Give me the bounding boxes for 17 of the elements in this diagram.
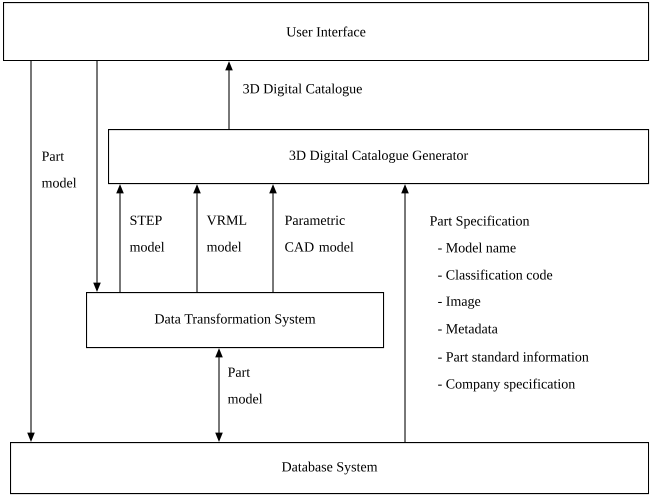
list-item: - Part standard information: [438, 352, 589, 362]
list-item: - Classification code: [438, 270, 552, 280]
list-item: - Company specification: [438, 378, 576, 392]
list-item: - Model name: [438, 242, 516, 252]
edge-label: Parametric CAD model: [285, 216, 354, 252]
system-box: User Interface: [3, 2, 650, 62]
edge-label: VRML model: [206, 216, 246, 252]
edge-label: Part model: [42, 152, 76, 188]
edge-label: Part Specification: [430, 216, 530, 228]
list-item: - Image: [438, 296, 480, 309]
edge-label: STEP model: [130, 216, 164, 252]
system-box: Database System: [10, 442, 650, 494]
list-item: - Metadata: [438, 324, 498, 334]
edge-label: 3D Digital Catalogue: [243, 84, 362, 96]
edge-label: Part model: [228, 368, 262, 404]
system-box: Data Transformation System: [86, 292, 384, 348]
system-box: 3D Digital Catalogue Generator: [108, 129, 650, 184]
